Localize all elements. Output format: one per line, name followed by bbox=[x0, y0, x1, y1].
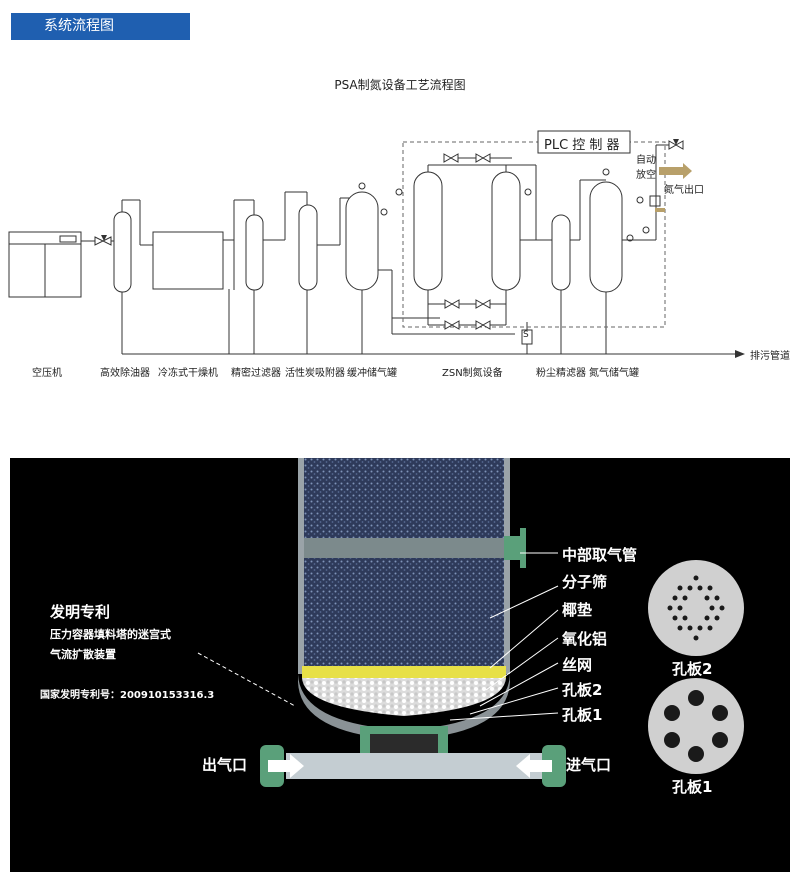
equipment-label: 氮气储气罐 bbox=[589, 368, 639, 379]
plate1-graphic bbox=[648, 678, 744, 774]
patent-number: 国家发明专利号：200910153316.3 bbox=[40, 690, 215, 701]
equipment-label: 精密过滤器 bbox=[231, 368, 281, 379]
label-plate1: 孔板1 bbox=[562, 706, 603, 724]
label-coir: 椰垫 bbox=[562, 601, 593, 619]
nitrogen-outlet-arrow bbox=[659, 163, 692, 179]
equipment-label: 缓冲储气罐 bbox=[347, 368, 397, 379]
air-in-label: 进气口 bbox=[566, 756, 612, 774]
plc-label: PLC 控 制 器 bbox=[544, 138, 620, 153]
equipment-label: 活性炭吸附器 bbox=[285, 368, 345, 379]
label-middle-tube: 中部取气管 bbox=[562, 546, 638, 564]
label-mesh: 丝网 bbox=[562, 656, 593, 674]
equipment-label: 高效除油器 bbox=[100, 368, 150, 379]
plate1-caption: 孔板1 bbox=[672, 778, 713, 796]
equipment-label: 粉尘精滤器 bbox=[536, 368, 586, 379]
flow-title: PSA制氮设备工艺流程图 bbox=[334, 78, 466, 92]
patent-line1: 压力容器填料塔的迷宫式 bbox=[50, 628, 171, 641]
patent-heading: 发明专利 bbox=[50, 603, 111, 621]
buffer-tank-shape bbox=[345, 191, 379, 291]
plate2-caption: 孔板2 bbox=[672, 660, 713, 678]
s-mark: S bbox=[523, 330, 529, 340]
auto-vent-label-1: 自动 bbox=[636, 155, 656, 166]
coir-pad-shape bbox=[302, 666, 506, 678]
lower-sieve-bed bbox=[304, 558, 504, 668]
drain-label: 排污管道 bbox=[750, 351, 790, 362]
label-sieve: 分子筛 bbox=[562, 573, 608, 591]
patent-line2: 气流扩散装置 bbox=[50, 648, 116, 661]
nitrogen-tank-shape bbox=[589, 181, 623, 293]
plate2-graphic bbox=[648, 560, 744, 656]
zsn-tower-right bbox=[491, 171, 521, 291]
alumina-shape bbox=[302, 678, 506, 716]
dryer-shape bbox=[152, 231, 224, 290]
carbon-adsorber-shape bbox=[298, 204, 318, 291]
equipment-label: 冷冻式干燥机 bbox=[158, 368, 218, 379]
auto-vent-label-2: 放空 bbox=[636, 170, 656, 181]
nitrogen-outlet-label: 氮气出口 bbox=[664, 185, 704, 196]
equipment-label: 空压机 bbox=[32, 368, 62, 379]
precision-filter-shape bbox=[245, 214, 264, 291]
process-flow-diagram bbox=[8, 130, 745, 358]
dust-filter-shape bbox=[551, 214, 571, 291]
oil-remover-shape bbox=[113, 211, 132, 293]
outlet-pipe bbox=[286, 753, 542, 779]
plc-box bbox=[537, 130, 631, 154]
equipment-label: ZSN制氮设备 bbox=[442, 368, 503, 379]
air-in-arrow bbox=[516, 754, 552, 778]
tower-illustration: 中部取气管 分子筛 椰垫 氧化铝 丝网 孔板2 孔板1 出气口 进气口 发明专利… bbox=[10, 458, 790, 872]
section-tab[interactable]: 系统流程图 bbox=[11, 13, 190, 40]
middle-gas-tube-shape bbox=[304, 538, 504, 558]
label-plate2: 孔板2 bbox=[562, 681, 603, 699]
label-alumina: 氧化铝 bbox=[562, 630, 608, 648]
upper-sieve-bed bbox=[304, 458, 504, 538]
air-out-label: 出气口 bbox=[202, 756, 248, 774]
zsn-tower-left bbox=[413, 171, 443, 291]
air-out-arrow bbox=[268, 754, 304, 778]
control-boundary bbox=[402, 141, 666, 328]
